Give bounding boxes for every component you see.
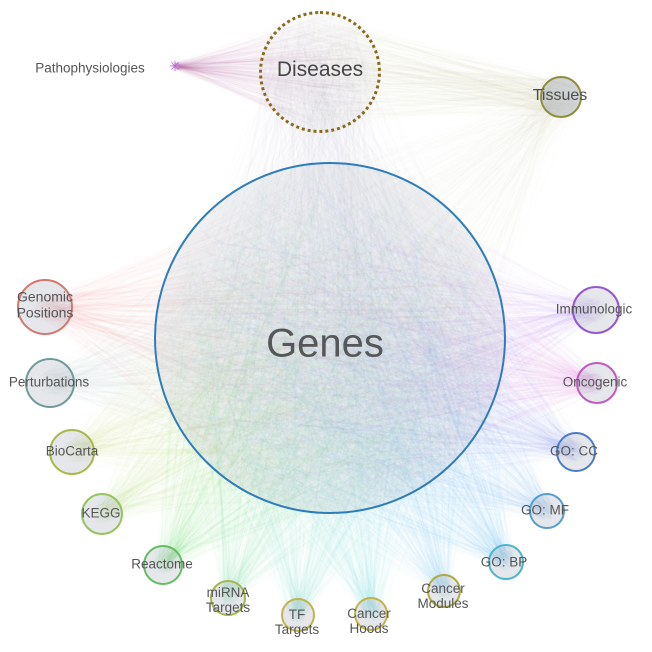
node-pathophysiologies[interactable]: ✳ [168, 59, 182, 73]
node-reactome[interactable] [143, 545, 183, 585]
node-kegg[interactable] [81, 493, 123, 535]
node-immunologic[interactable] [572, 286, 620, 334]
node-diseases[interactable] [259, 11, 381, 133]
node-cancer-hoods[interactable] [354, 597, 388, 631]
star-icon: ✳ [169, 58, 181, 74]
node-genes[interactable] [154, 162, 506, 514]
node-oncogenic[interactable] [576, 362, 618, 404]
node-tf-targets[interactable] [281, 598, 315, 632]
node-cancer-modules[interactable] [427, 574, 461, 608]
node-go-mf[interactable] [529, 493, 565, 529]
node-mirna-targets[interactable] [210, 580, 246, 616]
node-genomic-positions[interactable] [17, 279, 73, 335]
node-tissues[interactable] [540, 76, 582, 118]
node-perturbations[interactable] [25, 358, 75, 408]
node-biocarta[interactable] [49, 429, 95, 475]
node-go-bp[interactable] [488, 544, 524, 580]
node-go-cc[interactable] [556, 432, 596, 472]
